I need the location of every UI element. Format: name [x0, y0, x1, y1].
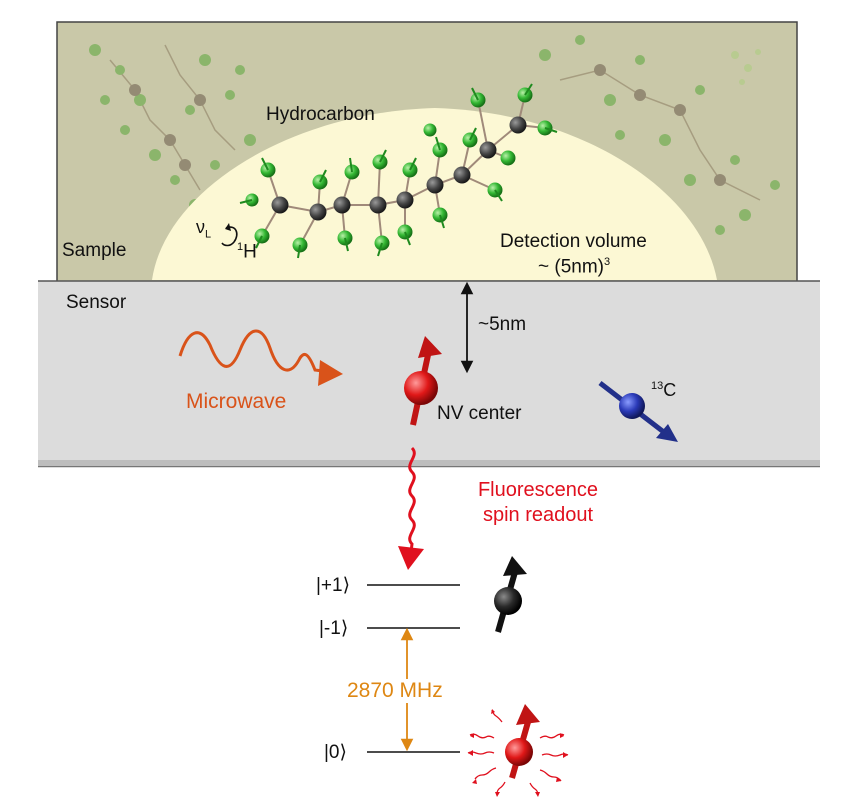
larmor-sub: L: [205, 228, 212, 241]
dark-spin-arrowhead-icon: [503, 556, 527, 576]
bright-spin-arrowhead-icon: [516, 704, 540, 725]
c13-symbol: C: [663, 380, 677, 400]
sensor-label: Sensor: [66, 292, 127, 313]
larmor-label: νL: [196, 217, 211, 241]
detection-volume-label: Detection volume: [500, 231, 647, 252]
detection-size-label: ~ (5nm)3: [538, 256, 610, 278]
detection-volume: [152, 108, 717, 280]
c13-label: 13C: [651, 380, 676, 401]
splitting-label: 2870 MHz: [345, 679, 445, 703]
nv-center-label: NV center: [437, 403, 522, 424]
larmor-precession-icon: [221, 226, 238, 247]
hydrogen-symbol: H: [243, 241, 257, 263]
bright-spin-sphere-icon: [505, 738, 533, 766]
fluorescence-arrowhead-icon: [398, 546, 424, 570]
state-plus1-label: |+1⟩: [316, 575, 351, 596]
hydrocarbon-molecule: [239, 83, 558, 259]
c13-spin-sphere-icon: [619, 393, 645, 419]
detection-exp: 3: [604, 256, 611, 268]
emission-ray-tips-icon: [468, 709, 568, 797]
nv-spin-sphere-icon: [404, 371, 438, 405]
microwave-wave-icon: [178, 329, 331, 374]
background-molecule-right: [539, 35, 780, 235]
detection-size: ~ (5nm): [538, 256, 604, 278]
fluorescence-line1: Fluorescence: [477, 479, 599, 501]
c13-spin-arrowhead-icon: [656, 424, 678, 442]
fluorescence-wavy-arrow: [408, 446, 416, 553]
state-minus1-label: |-1⟩: [319, 618, 349, 639]
hydrogen-label: 1H: [237, 241, 257, 263]
larmor-arrowhead-icon: [225, 223, 231, 231]
sensor-bottom-band: [38, 460, 820, 466]
dark-spin-sphere-icon: [494, 587, 522, 615]
sample-label: Sample: [62, 240, 127, 261]
microwave-label: Microwave: [186, 390, 287, 413]
larmor-nu: ν: [196, 217, 205, 237]
c13-mass: 13: [651, 380, 664, 392]
nv-spin-arrowhead-icon: [418, 336, 442, 358]
fluorescence-line2: spin readout: [482, 504, 594, 526]
state-zero-label: |0⟩: [324, 742, 347, 763]
depth-label: ~5nm: [478, 314, 527, 335]
hydrocarbon-label: Hydrocarbon: [266, 104, 375, 125]
microwave-arrowhead-icon: [318, 360, 343, 386]
fluorescence-label: Fluorescence spin readout: [458, 478, 618, 528]
hydrogen-mass: 1: [237, 241, 244, 253]
